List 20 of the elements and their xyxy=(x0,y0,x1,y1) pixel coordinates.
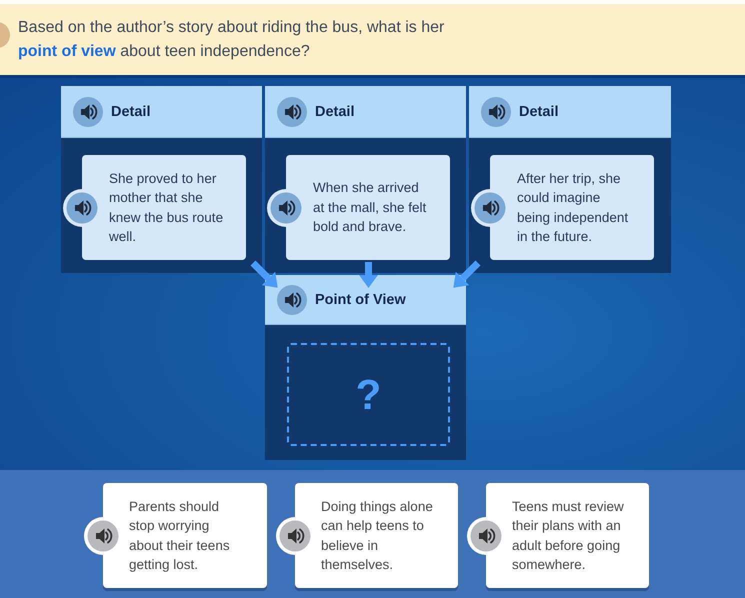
arrow xyxy=(453,260,480,288)
card-text: After her trip, she could imagine being independent in the future. xyxy=(517,170,630,246)
panel-title: Detail xyxy=(315,104,354,120)
answer-text: Doing things alone can help teens to believe in themselves. xyxy=(321,498,434,574)
question-text: Based on the author’s story about riding the bus, what is her point of view about teen independence? xyxy=(18,18,446,62)
column-panel xyxy=(265,86,466,273)
arrow xyxy=(359,262,378,288)
drop-zone xyxy=(287,343,450,446)
panel-title: Point of View xyxy=(315,292,406,308)
column-panel xyxy=(265,275,466,460)
answer-text: Parents should stop worrying about their teens getting lost. xyxy=(129,498,231,574)
card-text: When she arrived at the mall, she felt bold and brave. xyxy=(313,179,428,236)
panel-title: Detail xyxy=(519,104,558,120)
column-panel xyxy=(469,86,671,273)
panel-title: Detail xyxy=(111,104,150,120)
question-mark: ? xyxy=(356,372,382,418)
arrow xyxy=(250,260,278,288)
column-panel xyxy=(61,86,262,273)
answer-text: Teens must review their plans with an adult before going somewhere. xyxy=(512,498,625,574)
card-text: She proved to her mother that she knew the bus route well. xyxy=(109,170,224,246)
